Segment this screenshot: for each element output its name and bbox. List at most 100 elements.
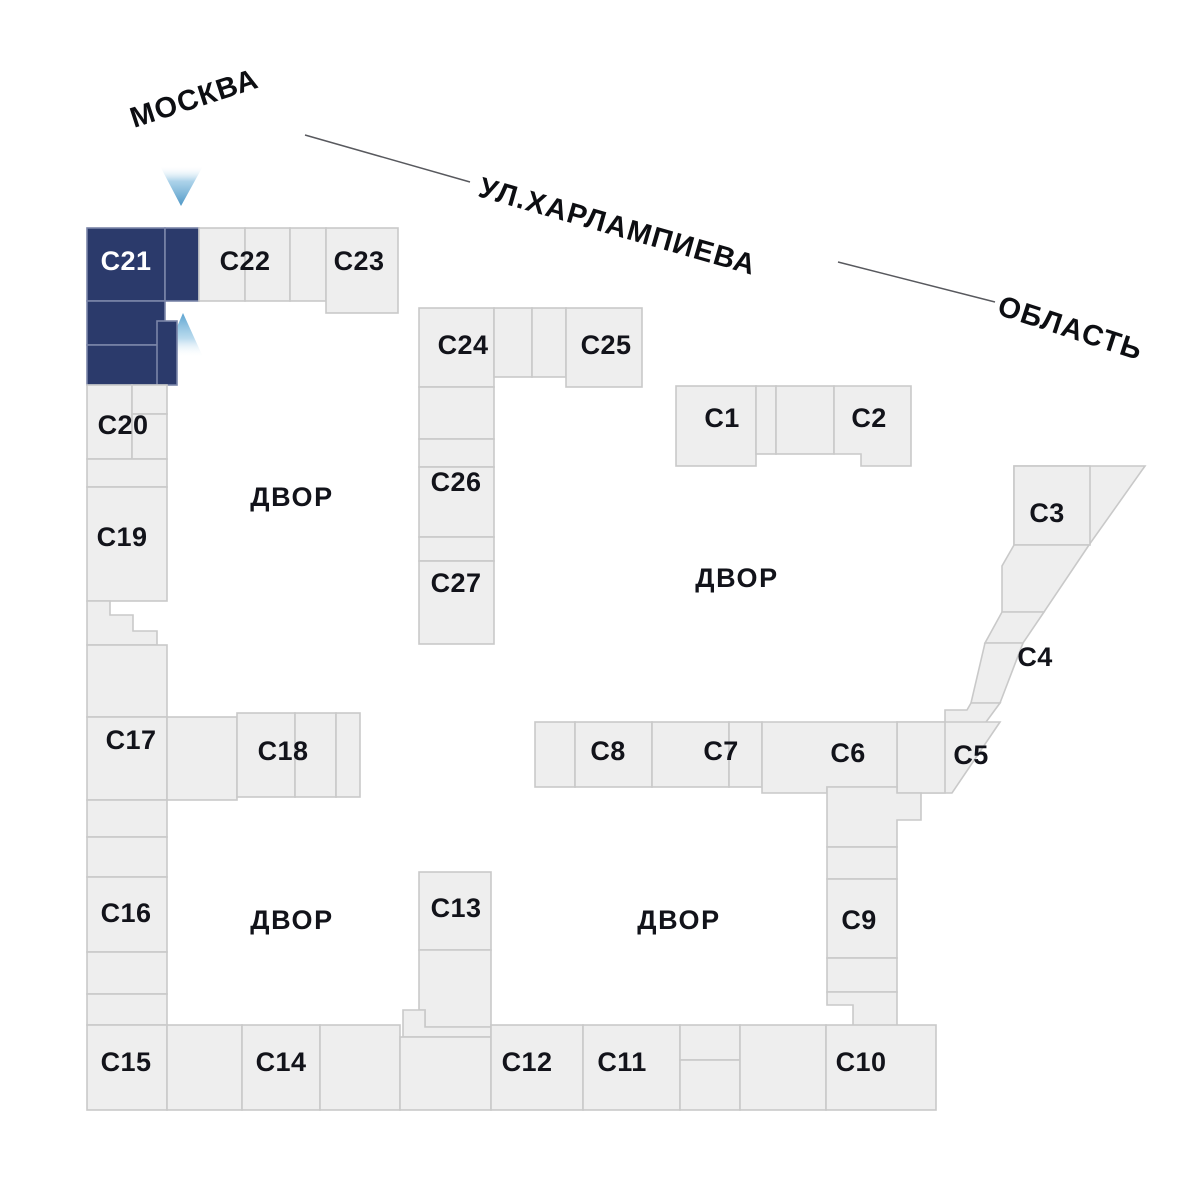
entrance-arrow-top-icon xyxy=(160,166,203,206)
building-C13-segment-b[interactable] xyxy=(418,949,492,1028)
building-C11-segment-a[interactable] xyxy=(582,1024,681,1111)
building-C16-segment-a[interactable] xyxy=(86,799,168,838)
building-group-middle-belt[interactable] xyxy=(534,721,922,848)
building-C2-segment-b[interactable] xyxy=(833,385,912,467)
building-C11-segment-c[interactable] xyxy=(679,1059,741,1111)
building-C25-segment-b[interactable] xyxy=(565,307,643,388)
building-C8-segment-b[interactable] xyxy=(574,721,653,788)
building-C7-segment-a[interactable] xyxy=(651,721,730,788)
building-C16-segment-b[interactable] xyxy=(86,836,168,878)
building-group-c13[interactable] xyxy=(402,871,492,1038)
building-C17-segment-a[interactable] xyxy=(86,644,168,718)
building-C19-segment-step[interactable] xyxy=(86,600,158,646)
yard-label-north-east: ДВОР xyxy=(695,563,778,593)
building-C1-segment-a[interactable] xyxy=(675,385,757,467)
building-C15-segment-b[interactable] xyxy=(166,1024,243,1111)
building-label-C8: C8 xyxy=(590,736,625,766)
building-label-C11: C11 xyxy=(597,1047,646,1077)
building-C17-segment-b[interactable] xyxy=(86,716,168,801)
building-C21-segment-b[interactable] xyxy=(164,227,200,302)
building-group-east[interactable] xyxy=(896,465,1147,794)
building-label-C4: C4 xyxy=(1017,642,1052,672)
building-label-C24: C24 xyxy=(438,330,489,360)
building-C26-segment-b[interactable] xyxy=(418,438,495,468)
building-C21-segment-c[interactable] xyxy=(86,300,166,346)
building-label-C23: C23 xyxy=(334,246,385,276)
building-label-C10: C10 xyxy=(836,1047,887,1077)
building-C1-segment-b[interactable] xyxy=(755,385,777,455)
building-C3-segment-b[interactable] xyxy=(1001,544,1091,613)
street-leader-left xyxy=(304,134,471,183)
building-C18-segment-a[interactable] xyxy=(236,712,296,798)
building-C21-segment-e[interactable] xyxy=(156,320,178,386)
building-group-c9[interactable] xyxy=(826,846,898,1030)
building-C2-segment-a[interactable] xyxy=(775,385,835,455)
building-C22-segment-a[interactable] xyxy=(198,227,246,302)
building-C19-segment-a[interactable] xyxy=(86,486,168,602)
yard-labels: ДВОР ДВОР ДВОР ДВОР xyxy=(250,482,778,935)
building-label-C21: C21 xyxy=(101,246,152,276)
building-C16-segment-c[interactable] xyxy=(86,876,168,953)
building-C5-segment-c[interactable] xyxy=(896,721,946,794)
building-C8-segment-a[interactable] xyxy=(534,721,576,788)
building-C20-segment-d[interactable] xyxy=(86,458,168,488)
building-C22-segment-c[interactable] xyxy=(289,227,327,302)
building-C24-segment-b[interactable] xyxy=(493,307,533,378)
building-label-C2: C2 xyxy=(851,403,886,433)
building-C11-segment-b[interactable] xyxy=(679,1024,741,1061)
street-leader-right xyxy=(837,261,996,303)
building-C22-segment-b[interactable] xyxy=(244,227,291,302)
yard-label-north-west: ДВОР xyxy=(250,482,333,512)
building-group-north[interactable] xyxy=(86,227,399,386)
street-name-label: УЛ.ХАРЛАМПИЕВА xyxy=(475,172,760,282)
building-C20-segment-c[interactable] xyxy=(131,413,168,460)
building-label-C14: C14 xyxy=(256,1047,307,1077)
building-labels: C21 C22 C23 C24 C25 C1 C2 C3 C4 C5 C6 C7… xyxy=(97,246,1065,1077)
building-C25-segment-a[interactable] xyxy=(531,307,567,378)
building-group-west[interactable] xyxy=(86,384,361,1026)
building-group-south-belt[interactable] xyxy=(86,1024,937,1111)
building-C17-segment-c[interactable] xyxy=(166,716,238,801)
direction-label-moscow: МОСКВА xyxy=(126,63,262,135)
building-label-C22: C22 xyxy=(220,246,271,276)
building-C6-segment-b[interactable] xyxy=(826,786,922,848)
building-label-C27: C27 xyxy=(431,568,482,598)
building-C15-segment-a[interactable] xyxy=(86,1024,168,1111)
building-C16-segment-d[interactable] xyxy=(86,951,168,995)
building-C27-segment-a[interactable] xyxy=(418,536,495,562)
building-group-north-east[interactable] xyxy=(675,385,912,467)
building-C18-segment-c[interactable] xyxy=(335,712,361,798)
building-C9-segment-a[interactable] xyxy=(826,846,898,880)
building-label-C12: C12 xyxy=(502,1047,553,1077)
building-C13-segment-a[interactable] xyxy=(418,871,492,951)
building-C20-segment-a[interactable] xyxy=(86,384,133,460)
building-label-C7: C7 xyxy=(703,736,738,766)
building-C23-segment-a[interactable] xyxy=(325,227,399,314)
building-C10-segment-a[interactable] xyxy=(739,1024,827,1111)
building-group-central[interactable] xyxy=(418,307,643,645)
building-C9-segment-d[interactable] xyxy=(826,991,898,1030)
building-label-C16: C16 xyxy=(101,898,152,928)
building-C21-segment-d[interactable] xyxy=(86,344,166,386)
yard-label-south-west: ДВОР xyxy=(250,905,333,935)
building-C24-segment-a[interactable] xyxy=(418,307,495,388)
building-C4-segment-a[interactable] xyxy=(983,611,1046,644)
building-label-C9: C9 xyxy=(841,905,876,935)
building-label-C6: C6 xyxy=(830,738,865,768)
building-label-C19: C19 xyxy=(97,522,148,552)
building-C26-segment-a[interactable] xyxy=(418,386,495,440)
building-label-C3: C3 xyxy=(1029,498,1064,528)
building-C14-segment-a[interactable] xyxy=(241,1024,321,1111)
building-C9-segment-c[interactable] xyxy=(826,957,898,993)
building-label-C25: C25 xyxy=(581,330,632,360)
building-C27-segment-b[interactable] xyxy=(418,560,495,645)
building-C16-segment-e[interactable] xyxy=(86,993,168,1026)
building-label-C15: C15 xyxy=(101,1047,152,1077)
building-C10-segment-b[interactable] xyxy=(825,1024,937,1111)
building-C4-segment-b[interactable] xyxy=(969,642,1025,704)
building-C14-segment-b[interactable] xyxy=(319,1024,401,1111)
building-label-C13: C13 xyxy=(431,893,482,923)
building-C12-segment-a[interactable] xyxy=(399,1036,492,1111)
